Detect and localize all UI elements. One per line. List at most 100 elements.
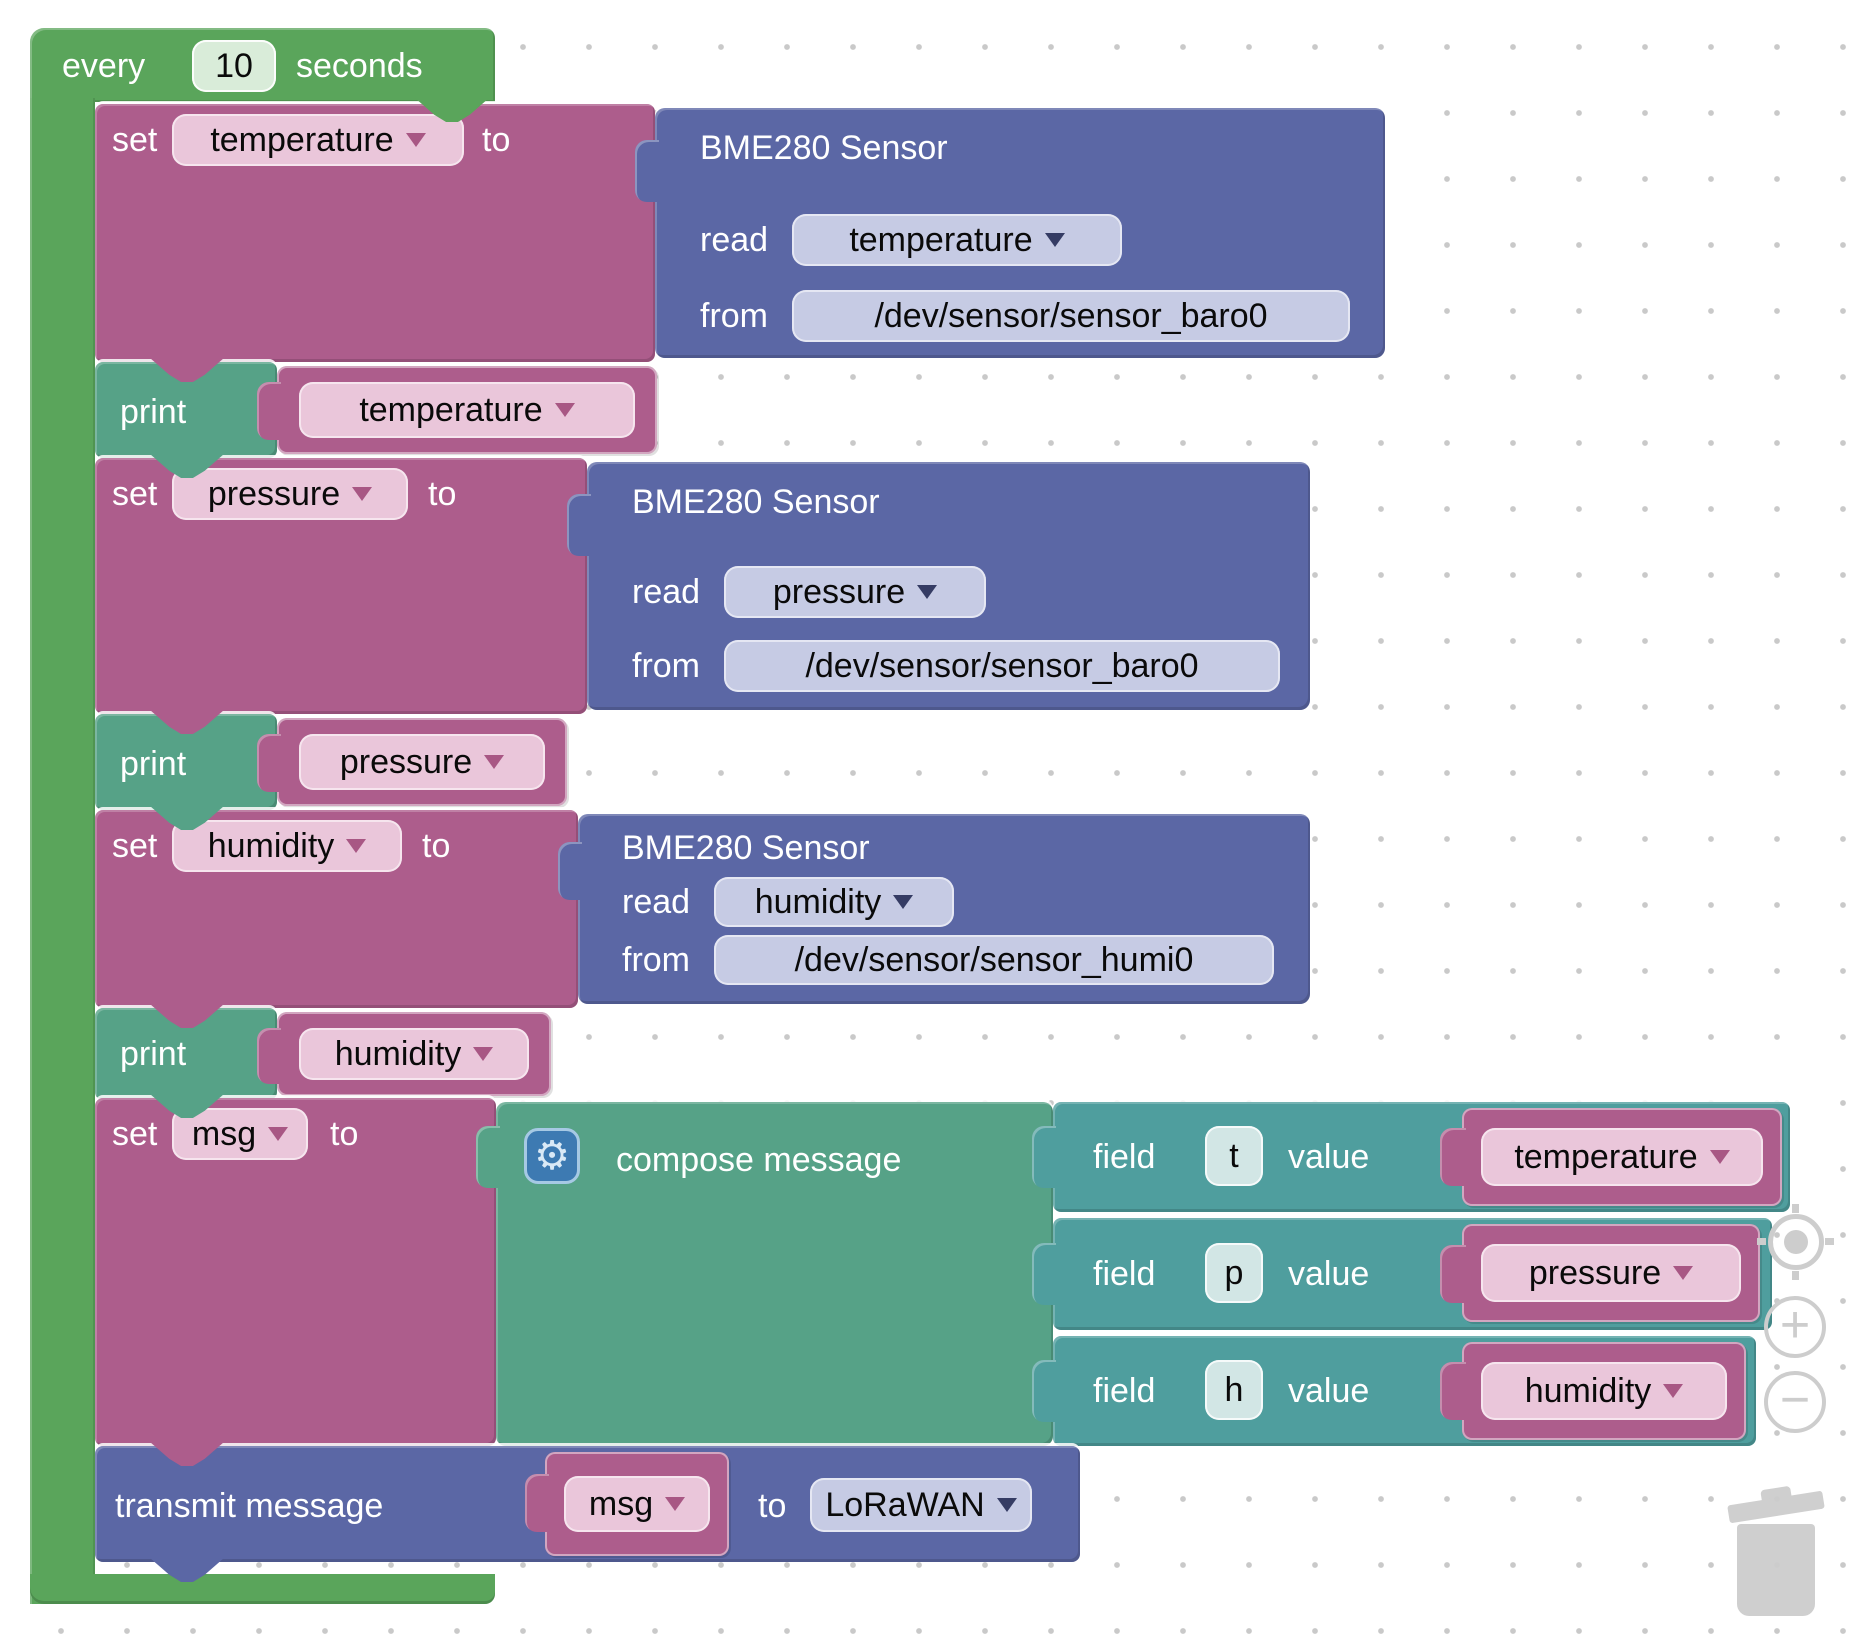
device-path-field[interactable]: /dev/sensor/sensor_baro0 (724, 640, 1280, 692)
dropdown-arrow-icon (473, 1047, 494, 1061)
field-row-tab (1032, 1360, 1056, 1422)
from-label: from (622, 941, 690, 979)
seconds-label: seconds (296, 47, 423, 85)
field-name-input[interactable]: p (1205, 1243, 1263, 1303)
field-name: h (1224, 1371, 1244, 1409)
crosshair-tick (1757, 1238, 1766, 1245)
value-label: value (1288, 1255, 1370, 1293)
variable-name: humidity (207, 827, 335, 865)
target-name: LoRaWAN (825, 1486, 985, 1524)
variable-value-block[interactable]: temperature (1462, 1108, 1782, 1206)
variable-dropdown[interactable]: humidity (1481, 1362, 1727, 1420)
device-path-field[interactable]: /dev/sensor/sensor_baro0 (792, 290, 1350, 342)
device-path: /dev/sensor/sensor_humi0 (794, 941, 1194, 979)
set-label: set (112, 1115, 158, 1153)
variable-name: humidity (1524, 1372, 1652, 1410)
dropdown-arrow-icon (665, 1497, 686, 1511)
variable-dropdown[interactable]: temperature (299, 382, 635, 438)
dropdown-arrow-icon (917, 585, 938, 599)
value-tab (257, 1028, 281, 1084)
variable-name: pressure (1528, 1254, 1662, 1292)
dropdown-arrow-icon (484, 755, 505, 769)
field-label: field (1093, 1138, 1156, 1176)
variable-value-block[interactable]: humidity (277, 1012, 551, 1096)
variable-value-block[interactable]: temperature (277, 366, 657, 454)
variable-value-block[interactable]: pressure (277, 718, 567, 806)
value-tab (1440, 1362, 1466, 1420)
zoom-reset-button[interactable] (1768, 1214, 1824, 1270)
field-row-tab (1032, 1126, 1056, 1188)
variable-dropdown[interactable]: temperature (172, 114, 464, 166)
variable-dropdown[interactable]: pressure (299, 734, 545, 790)
set-label: set (112, 121, 158, 159)
value-tab (567, 494, 591, 556)
minus-icon: − (1779, 1371, 1811, 1429)
variable-name: temperature (210, 121, 394, 159)
variable-name: pressure (207, 475, 341, 513)
read-label: read (622, 883, 691, 921)
trash-icon[interactable] (1727, 1485, 1825, 1618)
read-property-dropdown[interactable]: pressure (724, 566, 986, 618)
dropdown-arrow-icon (268, 1127, 289, 1141)
field-name: p (1224, 1254, 1244, 1292)
variable-dropdown[interactable]: temperature (1481, 1128, 1763, 1186)
interval-field[interactable]: 10 (192, 40, 276, 92)
dropdown-arrow-icon (352, 487, 373, 501)
value-tab (257, 734, 281, 792)
zoom-reset-dot (1784, 1230, 1808, 1254)
sensor-title: BME280 Sensor (632, 483, 880, 521)
crosshair-tick (1792, 1204, 1799, 1213)
field-label: field (1093, 1372, 1156, 1410)
field-name: t (1229, 1137, 1239, 1175)
every-block-spine[interactable] (30, 98, 95, 1604)
from-label: from (632, 647, 700, 685)
field-name-input[interactable]: t (1205, 1126, 1263, 1186)
read-property-dropdown[interactable]: temperature (792, 214, 1122, 266)
to-label: to (330, 1115, 359, 1153)
every-block-foot[interactable] (30, 1574, 495, 1604)
variable-value-block[interactable]: msg (545, 1452, 729, 1556)
crosshair-tick (1825, 1238, 1834, 1245)
dropdown-arrow-icon (1709, 1150, 1730, 1164)
zoom-out-button[interactable]: − (1764, 1371, 1826, 1433)
zoom-in-button[interactable]: + (1764, 1296, 1826, 1358)
mutator-gear-icon[interactable]: ⚙ (524, 1128, 580, 1184)
variable-dropdown[interactable]: msg (564, 1476, 710, 1532)
value-label: value (1288, 1372, 1370, 1410)
dropdown-arrow-icon (1044, 233, 1065, 247)
value-tab (635, 140, 659, 202)
variable-dropdown[interactable]: humidity (299, 1028, 529, 1080)
read-property: temperature (849, 221, 1033, 259)
field-label: field (1093, 1255, 1156, 1293)
from-label: from (700, 297, 768, 335)
read-property-dropdown[interactable]: humidity (714, 877, 954, 927)
value-tab (257, 382, 281, 440)
value-tab (1440, 1128, 1466, 1186)
compose-message-block[interactable] (496, 1102, 1053, 1446)
print-label: print (120, 1035, 187, 1073)
variable-value-block[interactable]: humidity (1462, 1342, 1746, 1440)
print-label: print (120, 745, 187, 783)
device-path: /dev/sensor/sensor_baro0 (874, 297, 1268, 335)
value-label: value (1288, 1138, 1370, 1176)
target-dropdown[interactable]: LoRaWAN (810, 1478, 1032, 1532)
device-path: /dev/sensor/sensor_baro0 (805, 647, 1199, 685)
trash-body (1737, 1524, 1815, 1616)
plus-icon: + (1779, 1296, 1811, 1354)
variable-name: humidity (334, 1035, 462, 1073)
field-name-input[interactable]: h (1205, 1360, 1263, 1420)
variable-dropdown[interactable]: pressure (172, 468, 408, 520)
dropdown-arrow-icon (893, 895, 914, 909)
variable-dropdown[interactable]: humidity (172, 820, 402, 872)
variable-name: temperature (1514, 1138, 1698, 1176)
read-label: read (632, 573, 701, 611)
compose-message-label: compose message (616, 1141, 902, 1179)
set-label: set (112, 827, 158, 865)
dropdown-arrow-icon (1663, 1384, 1684, 1398)
device-path-field[interactable]: /dev/sensor/sensor_humi0 (714, 935, 1274, 985)
print-label: print (120, 393, 187, 431)
variable-dropdown[interactable]: pressure (1481, 1244, 1741, 1302)
read-property: pressure (772, 573, 906, 611)
variable-value-block[interactable]: pressure (1462, 1224, 1760, 1322)
